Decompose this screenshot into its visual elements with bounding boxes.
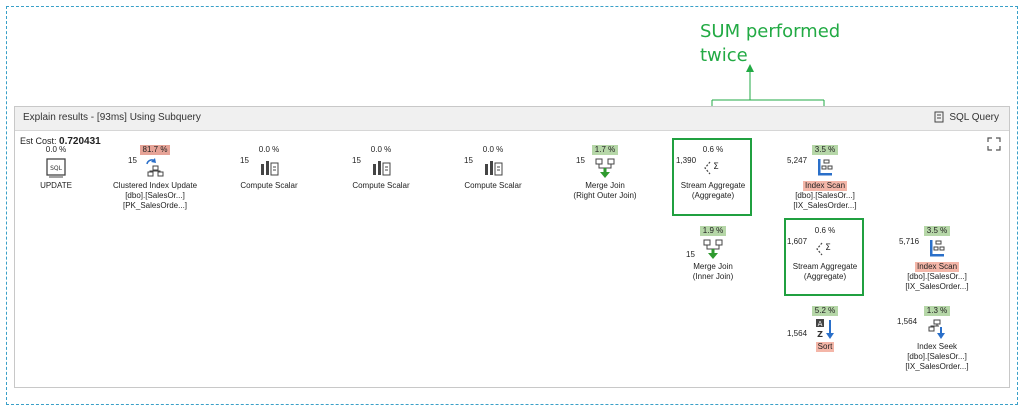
explain-results-panel: Explain results - [93ms] Using Subquery … [14, 106, 1010, 388]
row-count: 5,716 [899, 237, 920, 246]
node-pct: 0.0 % [370, 145, 392, 154]
sql-query-icon [934, 111, 944, 123]
node-pct: 0.0 % [45, 145, 67, 154]
sql-icon: SQL [46, 158, 66, 178]
sort-icon: A Z [816, 319, 834, 339]
node-label: Index Seek [916, 342, 958, 351]
sql-query-button[interactable]: SQL Query [933, 111, 999, 123]
node-update[interactable]: 0.0 % SQL UPDATE [1, 145, 111, 191]
sql-query-label: SQL Query [949, 111, 999, 123]
svg-text:SQL: SQL [50, 165, 63, 172]
row-count: 1,390 [676, 156, 697, 165]
annotation-text: SUM performed twice [700, 20, 840, 68]
node-sublabel: (Aggregate) [691, 191, 735, 200]
row-count: 15 [464, 156, 473, 165]
node-pct: 0.0 % [258, 145, 280, 154]
panel-header: Explain results - [93ms] Using Subquery … [15, 107, 1009, 131]
node-pct: 0.6 % [814, 226, 836, 235]
node-index: [IX_SalesOrder...] [793, 201, 857, 210]
node-pct: 0.6 % [702, 145, 724, 154]
node-compute-scalar-2[interactable]: 0.0 % Compute Scalar [326, 145, 436, 191]
node-merge-join-2[interactable]: 1.9 % Merge Join (Inner Join) [658, 226, 768, 282]
row-count: 15 [686, 250, 695, 259]
node-label: Compute Scalar [464, 181, 522, 190]
node-label: Compute Scalar [240, 181, 298, 190]
svg-text:Z: Z [817, 330, 823, 339]
index-scan-icon [930, 240, 945, 257]
node-pct: 5.2 % [811, 306, 839, 316]
node-pct: 3.5 % [923, 226, 951, 236]
node-index-scan-2[interactable]: 3.5 % Index Scan [dbo].[SalesOr...] [IX_… [882, 226, 992, 292]
svg-text:Σ: Σ [713, 162, 719, 172]
node-table: [dbo].[SalesOr...] [125, 191, 185, 200]
node-clustered-index-update[interactable]: 81.7 % Clustered Index Update [dbo].[Sal… [100, 145, 210, 211]
node-index: [IX_SalesOrder...] [905, 282, 969, 291]
node-label: Index Scan [802, 181, 848, 191]
row-count: 5,247 [787, 156, 808, 165]
stream-aggregate-icon: Σ [704, 161, 719, 175]
fit-to-screen-icon[interactable] [987, 137, 1001, 151]
annotation-line-2: twice [700, 45, 748, 66]
merge-join-icon [703, 239, 723, 259]
node-merge-join-1[interactable]: 1.7 % Merge Join (Right Outer Join) [550, 145, 660, 201]
node-index: [IX_SalesOrder...] [905, 362, 969, 371]
est-cost-value: 0.720431 [59, 136, 101, 147]
compute-scalar-icon [373, 161, 391, 176]
est-cost: Est Cost: 0.720431 [20, 136, 101, 147]
node-label: Stream Aggregate [792, 262, 858, 271]
est-cost-label: Est Cost: [20, 136, 57, 146]
node-label: Index Scan [914, 262, 960, 272]
row-count: 15 [352, 156, 361, 165]
node-label: UPDATE [40, 181, 72, 190]
highlight-box-stream-aggregate-1 [672, 138, 752, 216]
node-label: Stream Aggregate [680, 181, 746, 190]
panel-title: Explain results - [93ms] Using Subquery [23, 112, 201, 123]
node-pct: 3.5 % [811, 145, 839, 155]
highlight-box-stream-aggregate-2 [784, 218, 864, 296]
index-seek-icon [928, 319, 945, 339]
node-pct: 1.7 % [591, 145, 619, 155]
clustered-index-update-icon [146, 158, 164, 177]
node-table: [dbo].[SalesOr...] [907, 352, 967, 361]
node-pct: 0.0 % [482, 145, 504, 154]
row-count: 1,607 [787, 237, 808, 246]
compute-scalar-icon [261, 161, 279, 176]
node-sublabel: (Right Outer Join) [573, 191, 637, 200]
node-index-scan-1[interactable]: 3.5 % Index Scan [dbo].[SalesOr...] [IX_… [770, 145, 880, 211]
outer-frame [6, 6, 1018, 405]
node-label: Merge Join [585, 181, 625, 190]
row-count: 15 [128, 156, 137, 165]
row-count: 1,564 [787, 329, 808, 338]
node-sublabel: (Aggregate) [803, 272, 847, 281]
node-table: [dbo].[SalesOr...] [795, 191, 855, 200]
node-compute-scalar-1[interactable]: 0.0 % Compute Scalar [214, 145, 324, 191]
annotation-line-1: SUM performed [700, 21, 841, 42]
index-scan-icon [818, 159, 833, 176]
svg-text:Σ: Σ [825, 243, 831, 253]
stream-aggregate-icon: Σ [816, 242, 831, 256]
node-compute-scalar-3[interactable]: 0.0 % Compute Scalar [438, 145, 548, 191]
node-label: Clustered Index Update [112, 181, 198, 190]
node-index-seek[interactable]: 1.3 % Index Seek [dbo].[SalesOr...] [IX_… [882, 306, 992, 372]
node-stream-aggregate-2[interactable]: 0.6 % Σ Stream Aggregate (Aggregate) [770, 226, 880, 282]
node-table: [dbo].[SalesOr...] [907, 272, 967, 281]
merge-join-icon [595, 158, 615, 178]
row-count: 15 [576, 156, 585, 165]
node-label: Sort [815, 342, 835, 352]
node-sublabel: (Inner Join) [692, 272, 734, 281]
node-label: Compute Scalar [352, 181, 410, 190]
compute-scalar-icon [485, 161, 503, 176]
node-index: [PK_SalesOrde...] [122, 201, 188, 210]
svg-text:A: A [818, 320, 823, 328]
node-sort[interactable]: 5.2 % A Z Sort [770, 306, 880, 352]
row-count: 15 [240, 156, 249, 165]
node-pct: 1.9 % [699, 226, 727, 236]
row-count: 1,564 [897, 317, 918, 326]
node-pct: 1.3 % [923, 306, 951, 316]
node-stream-aggregate-1[interactable]: 0.6 % Σ Stream Aggregate (Aggregate) [658, 145, 768, 201]
node-pct: 81.7 % [139, 145, 171, 155]
node-label: Merge Join [693, 262, 733, 271]
